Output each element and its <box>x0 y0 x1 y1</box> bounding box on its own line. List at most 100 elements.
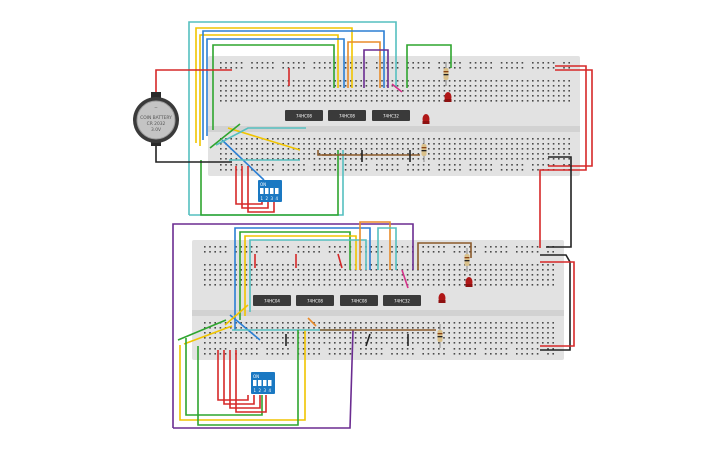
breadboard-hole[interactable] <box>391 279 393 281</box>
breadboard-hole[interactable] <box>266 322 268 324</box>
breadboard-hole[interactable] <box>235 251 237 253</box>
breadboard-hole[interactable] <box>417 327 419 329</box>
breadboard-hole[interactable] <box>318 158 321 160</box>
breadboard-hole[interactable] <box>334 353 336 355</box>
breadboard-hole[interactable] <box>568 90 570 92</box>
breadboard-hole[interactable] <box>297 246 300 248</box>
breadboard-hole[interactable] <box>480 169 482 171</box>
breadboard-hole[interactable] <box>376 100 378 102</box>
breadboard-hole[interactable] <box>245 337 248 339</box>
breadboard-hole[interactable] <box>511 169 513 171</box>
breadboard-hole[interactable] <box>432 274 435 276</box>
breadboard-hole[interactable] <box>484 274 487 276</box>
breadboard-hole[interactable] <box>328 279 331 281</box>
breadboard-hole[interactable] <box>386 332 388 334</box>
breadboard-hole[interactable] <box>458 337 461 339</box>
breadboard-hole[interactable] <box>360 169 362 171</box>
breadboard-hole[interactable] <box>235 327 237 329</box>
breadboard-hole[interactable] <box>329 100 331 102</box>
breadboard-hole[interactable] <box>328 284 331 286</box>
breadboard-hole[interactable] <box>402 138 404 140</box>
breadboard-hole[interactable] <box>484 342 487 344</box>
breadboard-hole[interactable] <box>526 95 529 97</box>
breadboard-hole[interactable] <box>339 158 342 160</box>
breadboard-hole[interactable] <box>375 274 378 276</box>
breadboard-hole[interactable] <box>302 327 305 329</box>
breadboard-hole[interactable] <box>474 337 476 339</box>
breadboard-hole[interactable] <box>334 80 336 82</box>
breadboard-hole[interactable] <box>324 62 326 64</box>
breadboard-hole[interactable] <box>297 327 300 329</box>
breadboard-hole[interactable] <box>516 138 518 140</box>
wire-red[interactable] <box>155 69 232 95</box>
breadboard-hole[interactable] <box>214 337 216 339</box>
breadboard-hole[interactable] <box>448 284 450 286</box>
breadboard-hole[interactable] <box>526 322 528 324</box>
breadboard-hole[interactable] <box>292 164 295 166</box>
breadboard-hole[interactable] <box>209 274 211 276</box>
breadboard-hole[interactable] <box>422 169 425 171</box>
breadboard-hole[interactable] <box>484 264 487 266</box>
breadboard-hole[interactable] <box>225 153 227 155</box>
breadboard-hole[interactable] <box>396 332 398 334</box>
breadboard-hole[interactable] <box>474 348 476 350</box>
breadboard-hole[interactable] <box>298 164 300 166</box>
breadboard-hole[interactable] <box>381 153 383 155</box>
breadboard-hole[interactable] <box>454 158 456 160</box>
wire-red[interactable] <box>548 69 593 167</box>
breadboard-hole[interactable] <box>402 80 404 82</box>
breadboard-hole[interactable] <box>453 327 456 329</box>
breadboard-hole[interactable] <box>500 269 502 271</box>
breadboard-hole[interactable] <box>261 274 263 276</box>
breadboard-hole[interactable] <box>433 148 435 150</box>
breadboard-hole[interactable] <box>480 62 482 64</box>
breadboard-hole[interactable] <box>453 279 456 281</box>
breadboard-hole[interactable] <box>490 327 492 329</box>
breadboard-hole[interactable] <box>344 274 346 276</box>
breadboard-hole[interactable] <box>303 138 305 140</box>
breadboard-hole[interactable] <box>526 264 528 266</box>
breadboard-hole[interactable] <box>500 342 502 344</box>
breadboard-hole[interactable] <box>484 348 487 350</box>
breadboard-hole[interactable] <box>308 148 310 150</box>
breadboard-hole[interactable] <box>224 274 227 276</box>
breadboard-hole[interactable] <box>459 62 461 64</box>
breadboard-hole[interactable] <box>500 353 502 355</box>
breadboard-hole[interactable] <box>318 284 320 286</box>
breadboard-hole[interactable] <box>334 143 336 145</box>
breadboard-hole[interactable] <box>459 67 461 69</box>
breadboard-hole[interactable] <box>308 251 310 253</box>
breadboard-hole[interactable] <box>490 322 492 324</box>
breadboard-hole[interactable] <box>474 264 476 266</box>
wire-brown[interactable] <box>417 242 472 270</box>
breadboard-hole[interactable] <box>521 342 523 344</box>
breadboard-hole[interactable] <box>396 95 399 97</box>
breadboard-hole[interactable] <box>474 80 477 82</box>
breadboard-hole[interactable] <box>287 274 289 276</box>
breadboard-hole[interactable] <box>480 85 482 87</box>
breadboard-hole[interactable] <box>230 284 232 286</box>
breadboard-hole[interactable] <box>500 332 502 334</box>
breadboard-hole[interactable] <box>261 284 263 286</box>
breadboard-hole[interactable] <box>510 342 513 344</box>
breadboard-hole[interactable] <box>276 279 279 281</box>
breadboard-hole[interactable] <box>438 67 440 69</box>
breadboard-hole[interactable] <box>516 279 518 281</box>
breadboard-hole[interactable] <box>516 342 518 344</box>
breadboard-hole[interactable] <box>256 353 258 355</box>
breadboard-hole[interactable] <box>521 62 524 64</box>
wire-red[interactable] <box>247 166 275 213</box>
breadboard-hole[interactable] <box>272 138 274 140</box>
breadboard-hole[interactable] <box>500 322 502 324</box>
breadboard-hole[interactable] <box>271 284 274 286</box>
breadboard-hole[interactable] <box>204 337 206 339</box>
breadboard-hole[interactable] <box>225 148 227 150</box>
breadboard-hole[interactable] <box>511 153 513 155</box>
breadboard-hole[interactable] <box>302 251 305 253</box>
breadboard-hole[interactable] <box>292 342 294 344</box>
breadboard-hole[interactable] <box>220 100 222 102</box>
breadboard-hole[interactable] <box>282 353 284 355</box>
breadboard-hole[interactable] <box>214 274 216 276</box>
breadboard-hole[interactable] <box>474 284 476 286</box>
breadboard-hole[interactable] <box>297 322 300 324</box>
